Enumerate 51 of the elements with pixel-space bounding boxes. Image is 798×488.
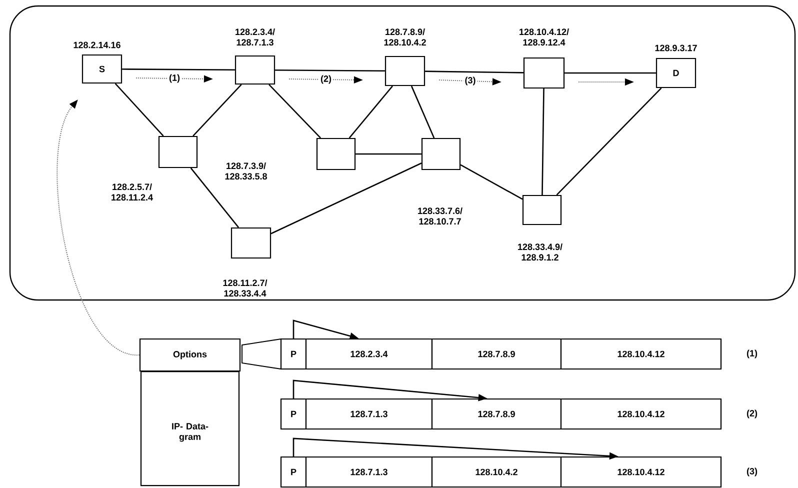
link-line [122,68,235,71]
router-box [230,227,272,259]
address-label: 128.33.7.6/ 128.10.7.7 [418,207,462,225]
link-line [270,162,422,234]
link-line [190,168,240,228]
link-line [542,88,544,195]
link-line [275,69,385,72]
address-label: 128.10.4.12/ 128.9.12.4 [520,28,569,46]
address-field: 128.10.4.12 [560,456,722,488]
router-box [384,56,426,86]
link-line [460,164,523,200]
address-label: 128.2.3.4/ 128.7.1.3 [236,28,275,46]
edge-label: (3) [463,75,478,87]
link-line [356,153,422,155]
router-box [234,55,276,85]
router-box [158,136,198,168]
row-number: (2) [746,410,758,418]
link-line [564,72,656,74]
link-line [348,86,393,138]
link-line [192,84,242,136]
link-line [268,84,321,138]
router-box [316,138,356,170]
address-label: 128.7.3.9/ 128.33.5.8 [225,162,267,180]
row-number: (3) [746,468,758,476]
address-field: 128.10.4.2 [431,456,562,488]
edge-label: (2) [319,74,333,86]
options-field: Options [139,338,241,372]
address-label: 128.11.2.7/ 128.33.4.4 [223,279,268,297]
router-box [523,57,565,89]
router-box [522,194,562,226]
address-label: 128.2.14.16 [74,42,120,48]
link-line [114,83,164,136]
router-box [421,138,461,170]
router-box: S [82,54,122,84]
address-label: 128.7.8.9/ 128.10.4.2 [384,28,426,46]
link-line [425,70,524,74]
address-field: 128.10.4.12 [560,398,722,430]
router-box: D [656,58,696,88]
pointer-field: P [280,338,307,370]
pointer-field: P [280,398,307,430]
link-line [410,86,435,138]
address-field: 128.7.8.9 [431,338,562,370]
address-label: 128.2.5.7/ 128.11.2.4 [112,183,153,201]
edge-label: (1) [168,72,182,84]
pointer-field: P [280,456,307,488]
row-number: (1) [746,350,758,358]
address-label: 128.9.3.17 [655,44,697,52]
link-line [556,88,662,196]
address-field: 128.10.4.12 [560,338,722,370]
address-field: 128.7.8.9 [431,398,562,430]
address-label: 128.33.4.9/ 128.9.1.2 [518,243,562,261]
